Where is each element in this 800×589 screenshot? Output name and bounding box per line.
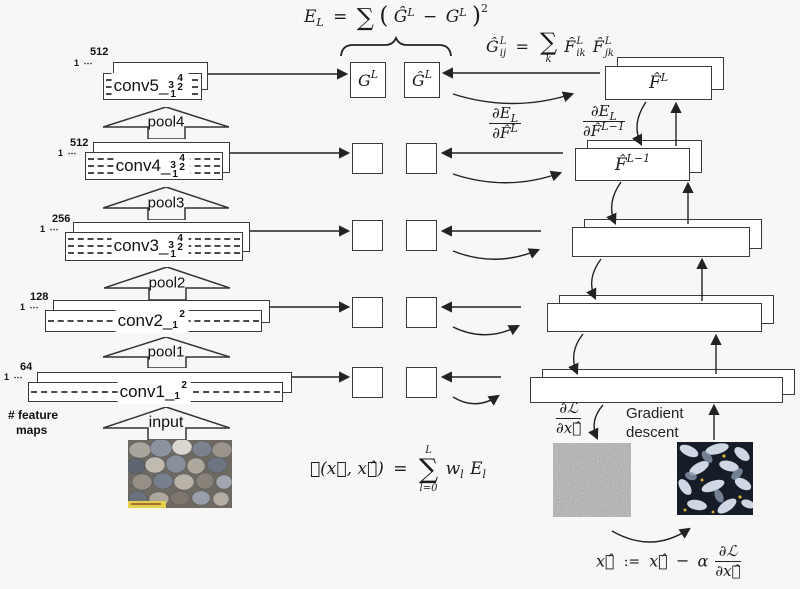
conv1-channels: 64 (20, 361, 33, 373)
feature-stack-FL1 (575, 148, 690, 181)
grad-EL-FL-label: ∂EL∂F̂L (489, 104, 522, 143)
conv2-channels: 128 (30, 291, 49, 303)
feature-stack (530, 377, 783, 403)
feature-stack (572, 227, 750, 257)
gram-square (406, 143, 437, 174)
input-arrow (103, 407, 230, 440)
pool2-arrow (104, 267, 230, 300)
conv3-channels: 256 (52, 213, 71, 225)
conv5-start: 1 ⋯ (74, 58, 94, 68)
feature-stack (547, 303, 762, 332)
gradient-descent-label: Gradient descent (626, 405, 684, 441)
gram-matrix-G (350, 62, 386, 98)
gram-square (352, 220, 383, 251)
input-label: input (148, 414, 184, 431)
pool1-arrow (103, 337, 230, 368)
feature-stack-FL (605, 66, 712, 100)
result-image (677, 442, 753, 515)
conv4-start: 1 ⋯ (58, 148, 78, 158)
feature-stack-FL-label: F̂L (648, 70, 669, 94)
noise-image (553, 443, 631, 517)
pool4-label: pool4 (147, 113, 185, 131)
gram-square (406, 297, 437, 328)
conv4-channels: 512 (70, 137, 89, 149)
gram-matrix-Ghat (404, 62, 440, 98)
gram-square (352, 143, 383, 174)
pool1-label: pool1 (147, 343, 185, 361)
conv3-start: 1 ⋯ (40, 224, 60, 234)
pool2-label: pool2 (148, 274, 186, 292)
formula-update: x⃗̂ := x⃗̂ − α ∂ℒ∂x⃗̂ (596, 542, 741, 581)
energy-brace (340, 35, 452, 57)
gram-square (406, 220, 437, 251)
grad-L-x-label: ∂ℒ∂x⃗̂ (556, 399, 582, 438)
pool3-label: pool3 (147, 194, 185, 212)
grad-EL-FL1-label: ∂EL∂F̂L−1 (583, 102, 625, 141)
gram-square (352, 297, 383, 328)
conv2-start: 1 ⋯ (20, 302, 40, 312)
feature-stack-FL1-label: F̂L−1 (614, 152, 651, 175)
gram-square (406, 367, 437, 398)
formula-energy: EL = ∑ ( ĜL − GL )2 (304, 2, 488, 32)
energy-lhs: E (304, 7, 317, 27)
input-image (128, 440, 232, 508)
pool4-arrow (103, 107, 229, 139)
feature-maps-label: # feature maps (8, 408, 59, 437)
gram-square (352, 367, 383, 398)
formula-loss: ℒ(x⃗, x⃗̂) = L∑l=0 wl El (309, 445, 487, 494)
pool3-arrow (103, 187, 229, 220)
conv5-channels: 512 (90, 46, 109, 58)
conv1-start: 1 ⋯ (4, 372, 24, 382)
